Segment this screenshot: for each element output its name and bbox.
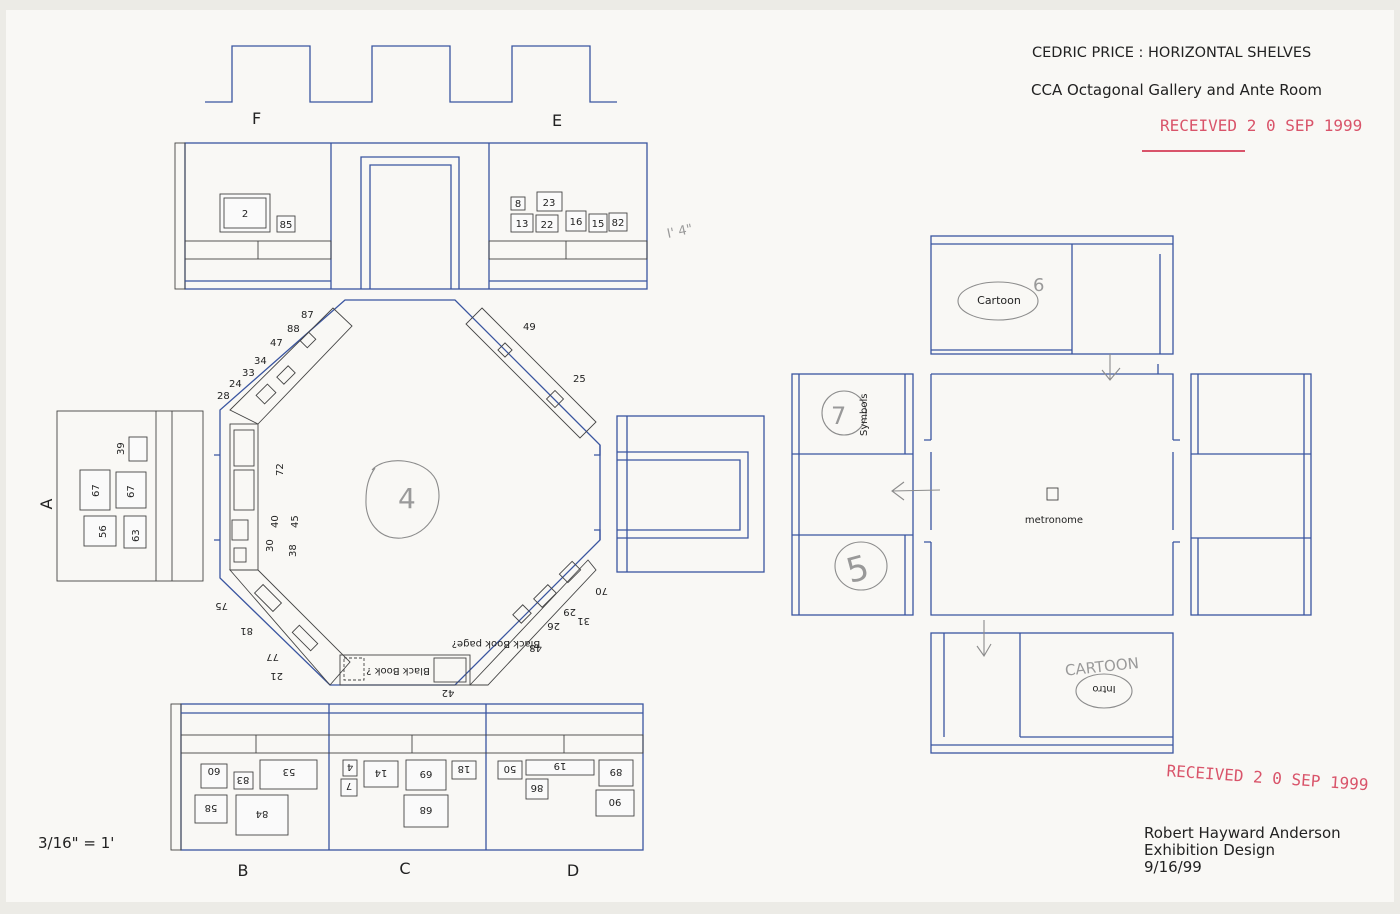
item-label: 77 (266, 651, 279, 662)
item-label: 82 (612, 218, 625, 229)
title-line-1: CEDRIC PRICE : HORIZONTAL SHELVES (1032, 45, 1311, 61)
symbols-label: Symbols (859, 394, 870, 436)
floor-plan-drawing: CEDRIC PRICE : HORIZONTAL SHELVES CCA Oc… (37, 45, 1369, 880)
item-label: 34 (254, 356, 267, 367)
item-label: 14 (375, 767, 388, 778)
item-label: 42 (442, 687, 455, 698)
item-label: 23 (543, 198, 556, 209)
credit-date: 9/16/99 (1144, 858, 1202, 876)
item-label: 68 (420, 804, 433, 815)
item-label: 15 (592, 219, 605, 230)
wall-elevation-a: 39 67 67 56 63 (56, 410, 204, 582)
octagonal-gallery: 4 87 88 47 34 33 24 28 49 25 72 40 45 30… (214, 299, 608, 698)
wall-label-f: F (252, 109, 261, 128)
received-stamp-bottom: RECEIVED 2 0 SEP 1999 (1166, 761, 1369, 794)
item-label: 16 (570, 217, 583, 228)
item-label: 60 (208, 765, 221, 776)
drawing-sheet: CEDRIC PRICE : HORIZONTAL SHELVES CCA Oc… (6, 10, 1394, 902)
item-label: 90 (609, 796, 622, 807)
wall-label-c: C (399, 859, 410, 878)
item-label: 49 (523, 322, 536, 333)
item-label: 8 (515, 199, 521, 210)
item-label: 50 (504, 763, 517, 774)
metronome-label: metronome (1025, 515, 1083, 526)
item-label: 89 (610, 766, 623, 777)
item-label: 4 (347, 761, 353, 772)
item-label: 85 (280, 220, 293, 231)
item-label: Black Book page? (452, 638, 541, 649)
item-label: 18 (458, 763, 471, 774)
height-note: I' 4" (666, 222, 694, 242)
item-label: 31 (577, 615, 590, 626)
item-label: 2 (242, 209, 248, 220)
arrow-down-icon (976, 620, 992, 658)
item-label: 45 (290, 515, 301, 528)
cartoon-note: CARTOON (1064, 654, 1140, 680)
item-label: 56 (98, 525, 109, 538)
credit-role: Exhibition Design (1144, 841, 1275, 859)
item-label: 38 (288, 544, 299, 557)
item-label: 86 (531, 782, 544, 793)
cartoon-pencil-circle (957, 281, 1039, 321)
cartoon-number: 6 (1033, 275, 1044, 296)
item-label: Black Book ? (366, 665, 430, 676)
room-number-4: 4 (398, 482, 416, 515)
wall-label-e: E (552, 111, 562, 130)
item-label: 30 (265, 539, 276, 552)
item-label: 39 (116, 442, 127, 455)
arrow-left-icon (891, 481, 941, 501)
item-label: 7 (346, 780, 352, 791)
item-label: 24 (229, 379, 242, 390)
item-label: 19 (554, 760, 567, 771)
item-label: 28 (217, 391, 230, 402)
wall-profile-line (205, 45, 617, 103)
symbols-number: 7 (831, 402, 846, 430)
ante-room-east (616, 415, 765, 573)
item-label: 53 (283, 766, 296, 777)
item-label: 26 (547, 620, 560, 631)
item-label: 29 (563, 606, 576, 617)
room-5-pencil-circle (834, 541, 888, 591)
item-label: 84 (256, 808, 269, 819)
item-label: 25 (573, 374, 586, 385)
room-4-pencil-circle (365, 460, 440, 539)
wall-elevation-fe: 2 85 8 23 13 22 16 15 82 (174, 142, 648, 290)
item-label: 88 (287, 324, 300, 335)
cross-ante-room: metronome Cartoon 6 7 Symbols 5 CARTOON … (791, 235, 1312, 754)
credit-name: Robert Hayward Anderson (1144, 824, 1341, 842)
scale-label: 3/16" = 1' (38, 834, 114, 852)
title-line-2: CCA Octagonal Gallery and Ante Room (1031, 81, 1322, 99)
wall-label-b: B (238, 861, 249, 880)
item-label: 81 (240, 625, 253, 636)
item-label: 63 (131, 529, 142, 542)
item-label: 83 (237, 774, 250, 785)
received-stamp-top: RECEIVED 2 0 SEP 1999 (1160, 116, 1362, 135)
item-label: 87 (301, 310, 314, 321)
arrow-down-icon (1101, 354, 1121, 381)
intro-pencil-circle (1075, 673, 1133, 709)
room-5-number: 5 (842, 548, 873, 592)
item-label: 48 (529, 642, 542, 653)
item-label: 72 (275, 463, 286, 476)
item-label: 58 (205, 802, 218, 813)
intro-label: Intro (1092, 683, 1115, 694)
item-label: 69 (420, 768, 433, 779)
item-label: 21 (270, 670, 283, 681)
item-label: 13 (516, 219, 529, 230)
item-label: 67 (126, 485, 137, 498)
item-label: 67 (91, 484, 102, 497)
wall-elevation-bcd: 60 83 53 58 84 4 14 69 18 7 68 50 19 89 … (170, 703, 644, 851)
item-label: 47 (270, 338, 283, 349)
cartoon-label: Cartoon (977, 294, 1021, 307)
symbols-pencil-circle (821, 390, 867, 436)
wall-label-a: A (37, 498, 56, 509)
item-label: 75 (215, 600, 228, 611)
item-label: 22 (541, 220, 554, 231)
item-label: 33 (242, 368, 255, 379)
wall-label-d: D (567, 861, 579, 880)
item-label: 40 (270, 515, 281, 528)
item-label: 70 (595, 585, 608, 596)
